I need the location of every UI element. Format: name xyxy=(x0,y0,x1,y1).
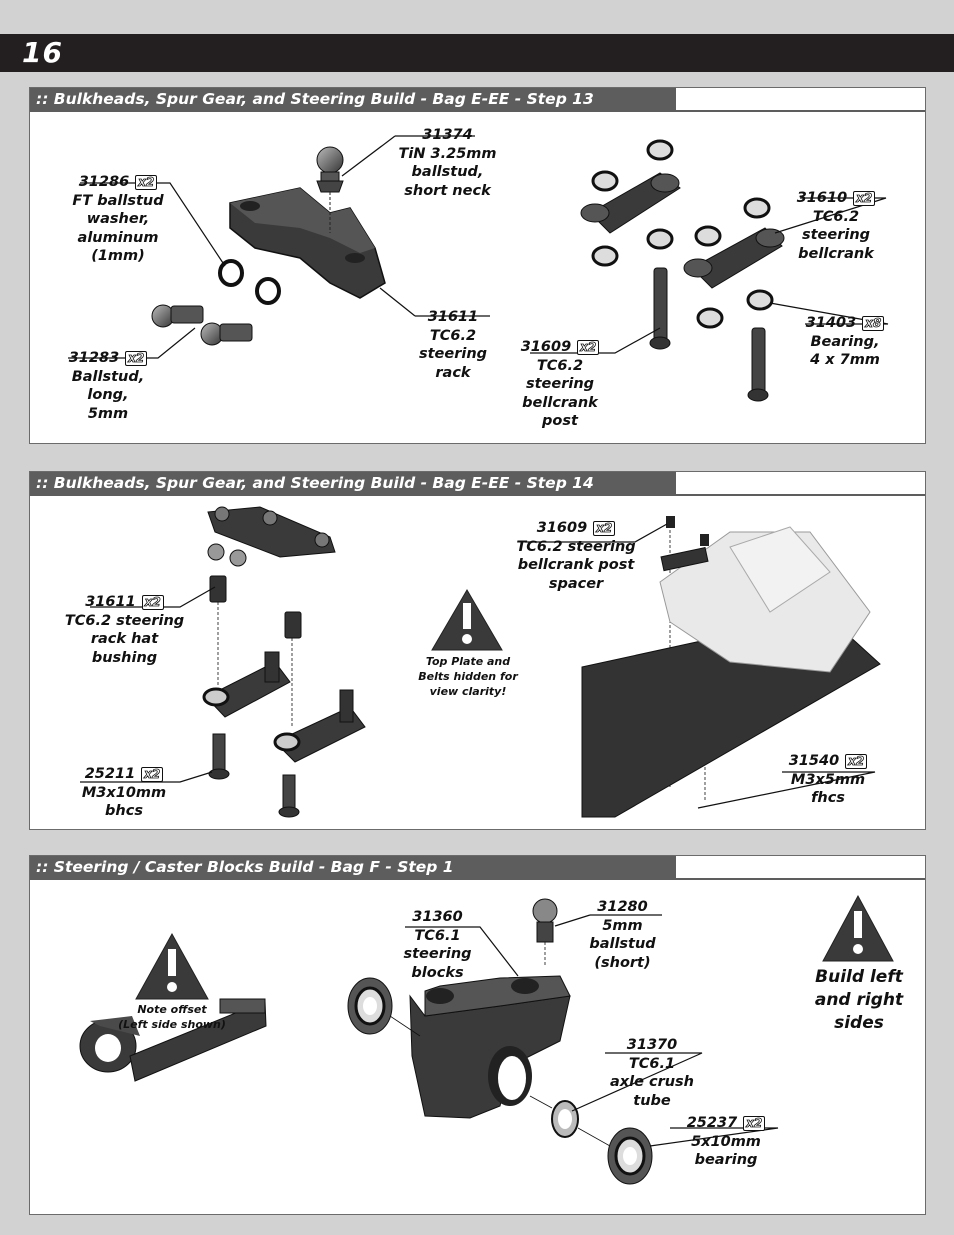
warning-triangle-icon xyxy=(135,932,209,1000)
step-13-leader-lines xyxy=(68,135,889,359)
quantity-badge: x2 xyxy=(743,1116,766,1131)
steering-rack-part xyxy=(229,187,386,299)
quantity-badge: x2 xyxy=(141,767,164,782)
warning-note: Note offset (Left side shown) xyxy=(118,1003,226,1031)
step-13-panel: :: Bulkheads, Spur Gear, and Steering Bu… xyxy=(29,87,926,444)
quantity-badge: x8 xyxy=(862,316,885,331)
rack-hat-bushing-part xyxy=(209,575,302,639)
warning-note: Top Plate and Belts hidden for view clar… xyxy=(418,655,518,698)
quantity-badge: x2 xyxy=(593,521,616,536)
step-title: :: Bulkheads, Spur Gear, and Steering Bu… xyxy=(30,472,676,494)
bellcrank-post-part xyxy=(649,267,769,402)
page-top-margin xyxy=(0,0,954,32)
step-13-illustration xyxy=(68,135,889,402)
title-rule xyxy=(30,494,925,496)
page-number: 16 xyxy=(22,36,63,69)
step-f1-panel: :: Steering / Caster Blocks Build - Bag … xyxy=(29,855,926,1215)
quantity-badge: x2 xyxy=(577,340,600,355)
quantity-badge: x2 xyxy=(853,191,876,206)
part-label: 31360 TC6.1 steering blocks xyxy=(403,909,472,981)
steering-block-part xyxy=(409,975,571,1119)
step-f1-leader-lines xyxy=(405,914,779,1147)
build-both-sides-callout: Build left and right sides xyxy=(814,967,904,1033)
quantity-badge: x2 xyxy=(845,754,868,769)
part-label: 31611 TC6.2 steering rack xyxy=(418,309,488,381)
long-ballstud-part xyxy=(151,304,253,346)
step-f1-illustration xyxy=(79,894,894,1185)
step-title: :: Steering / Caster Blocks Build - Bag … xyxy=(30,856,676,878)
part-label: 31280 5mm ballstud (short) xyxy=(589,899,656,971)
step-title: :: Bulkheads, Spur Gear, and Steering Bu… xyxy=(30,88,676,110)
ballstud-part xyxy=(532,898,558,966)
warning-triangle-icon xyxy=(822,894,894,962)
bearing-part xyxy=(347,977,653,1185)
offset-steering-block-part xyxy=(79,998,267,1082)
quantity-badge: x2 xyxy=(135,175,158,190)
axle-crush-tube-part xyxy=(551,1100,579,1138)
part-label: 31370 TC6.1 axle crush tube xyxy=(609,1037,694,1109)
alignment-lines xyxy=(389,1015,611,1147)
bhcs-screw-part xyxy=(208,733,300,818)
step-14-leader-lines xyxy=(80,523,876,809)
quantity-badge: x2 xyxy=(125,351,148,366)
part-label: 31374 TiN 3.25mm ballstud, short neck xyxy=(398,127,497,199)
ballstud-washer-part xyxy=(218,259,281,305)
bellcrank-part xyxy=(580,139,785,329)
title-rule xyxy=(30,878,925,880)
short-ballstud-part xyxy=(316,146,344,233)
step-14-illustration xyxy=(80,506,881,818)
chassis-plate xyxy=(581,516,881,818)
steering-rack-assembly xyxy=(207,506,336,567)
quantity-badge: x2 xyxy=(141,595,164,610)
warning-triangle-icon xyxy=(431,589,503,651)
page-header: 16 xyxy=(0,34,954,72)
step-14-panel: :: Bulkheads, Spur Gear, and Steering Bu… xyxy=(29,471,926,830)
bellcrank-assembly xyxy=(202,651,366,763)
title-rule xyxy=(30,110,925,112)
